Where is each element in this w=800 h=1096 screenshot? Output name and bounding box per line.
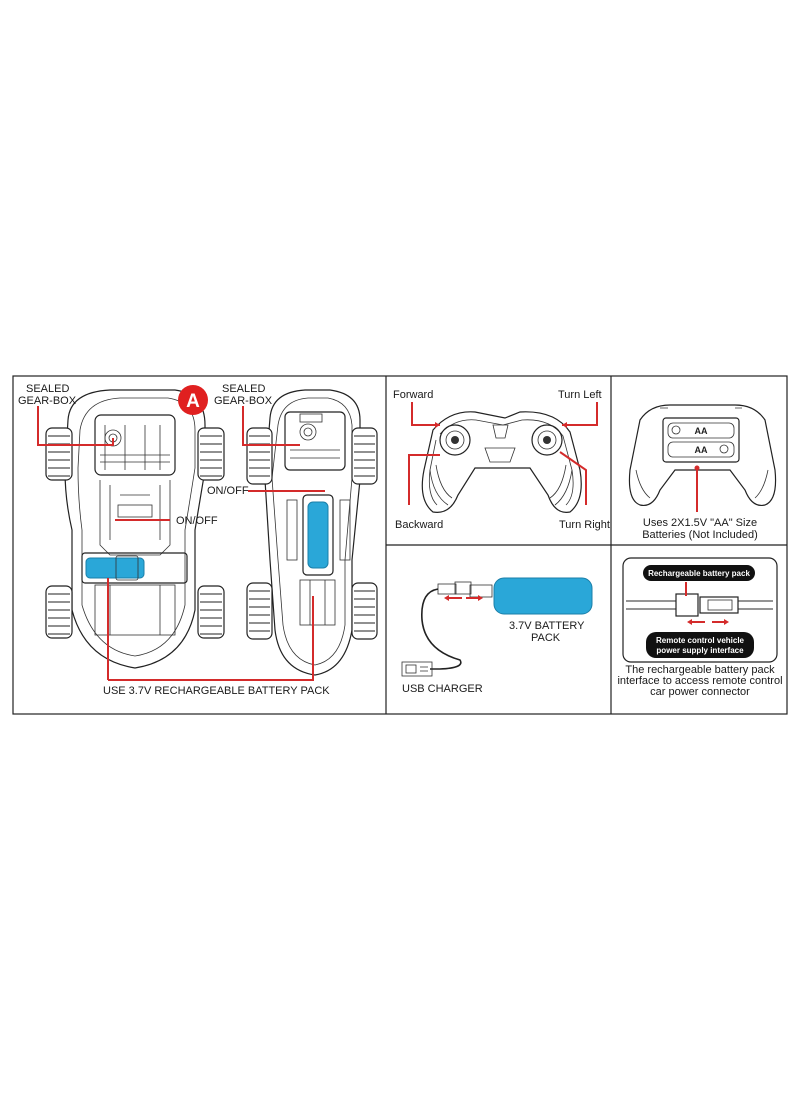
sealed-gearbox-left-line2: GEAR-BOX [18, 395, 77, 407]
battery-box-diagram: AA AA [628, 404, 777, 512]
aa-caption-line2: Batteries (Not Included) [642, 529, 758, 541]
connector-caption-line3: car power connector [650, 686, 750, 698]
aa-caption-line1: Uses 2X1.5V "AA" Size [643, 517, 757, 529]
usb-charger-label: USB CHARGER [402, 683, 483, 695]
vehicle-interface-tag-line1: Remote control vehicle [656, 636, 745, 645]
car-left-diagram [37, 389, 225, 680]
forward-label: Forward [393, 389, 433, 401]
rechargeable-pack-tag: Rechargeable battery pack [648, 569, 750, 578]
turn-left-label: Turn Left [558, 389, 602, 401]
connector-caption-line2: interface to access remote control [617, 675, 782, 687]
battery-pack-label-line2: PACK [531, 632, 561, 644]
aa-cell-top-label: AA [695, 426, 708, 436]
on-off-label-right: ON/OFF [207, 485, 249, 497]
car-right-diagram [108, 389, 378, 681]
connector-caption-line1: The rechargeable battery pack [625, 664, 775, 676]
sealed-gearbox-left-line1: SEALED [26, 383, 69, 395]
controller-diagram [408, 402, 598, 513]
turn-right-label: Turn Right [559, 519, 610, 531]
sealed-gearbox-right-line2: GEAR-BOX [214, 395, 273, 407]
charger-diagram [401, 577, 593, 677]
vehicle-interface-tag-line2: power supply interface [656, 646, 744, 655]
battery-pack-label-line1: 3.7V BATTERY [509, 620, 585, 632]
sealed-gearbox-right-line1: SEALED [222, 383, 265, 395]
battery-caption: USE 3.7V RECHARGEABLE BATTERY PACK [103, 685, 330, 697]
badge-letter: A [186, 391, 200, 412]
backward-label: Backward [395, 519, 443, 531]
panel-frames [12, 375, 788, 715]
step-badge: A [178, 385, 208, 415]
on-off-label-left: ON/OFF [176, 515, 218, 527]
aa-cell-bottom-label: AA [695, 445, 708, 455]
connector-diagram [622, 557, 778, 663]
